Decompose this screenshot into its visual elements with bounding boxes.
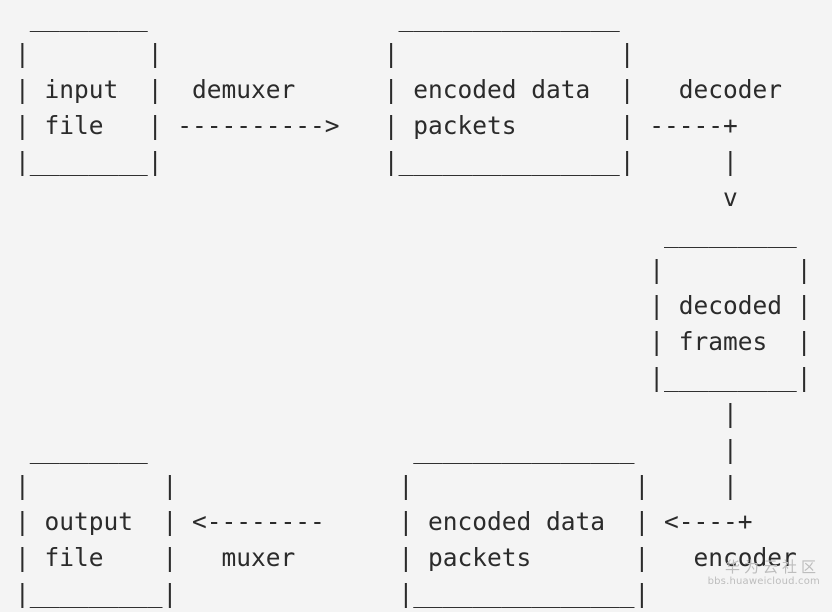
diagram-line: | (15, 399, 738, 428)
diagram-line: | output | <-------- | encoded data | <-… (15, 507, 753, 536)
diagram-line: | file | muxer | packets | encoder (15, 543, 797, 572)
diagram-line: | | (15, 255, 812, 284)
huawei-cloud-watermark: 华为云社区 bbs.huaweicloud.com (708, 558, 820, 588)
diagram-line: |________| |_______________| | (15, 147, 738, 176)
watermark-title: 华为云社区 (724, 558, 820, 576)
diagram-line: | input | demuxer | encoded data | decod… (15, 75, 783, 104)
diagram-line: | | | | | (15, 471, 738, 500)
diagram-line: |_________| |_______________| (15, 579, 650, 608)
diagram-line: | decoded | (15, 291, 812, 320)
diagram-line: _________ (15, 219, 797, 248)
diagram-line: v (15, 183, 738, 212)
diagram-line: ________ _______________ | (15, 435, 738, 464)
watermark-url: bbs.huaweicloud.com (707, 576, 820, 587)
ffmpeg-pipeline-diagram: ________ _______________ | | | | | input |… (15, 0, 812, 612)
diagram-line: ________ _______________ (15, 3, 620, 32)
diagram-line: |_________| (15, 363, 812, 392)
diagram-line: | file | ----------> | packets | -----+ (15, 111, 738, 140)
diagram-line: | frames | (15, 327, 812, 356)
diagram-line: | | | | (15, 39, 635, 68)
